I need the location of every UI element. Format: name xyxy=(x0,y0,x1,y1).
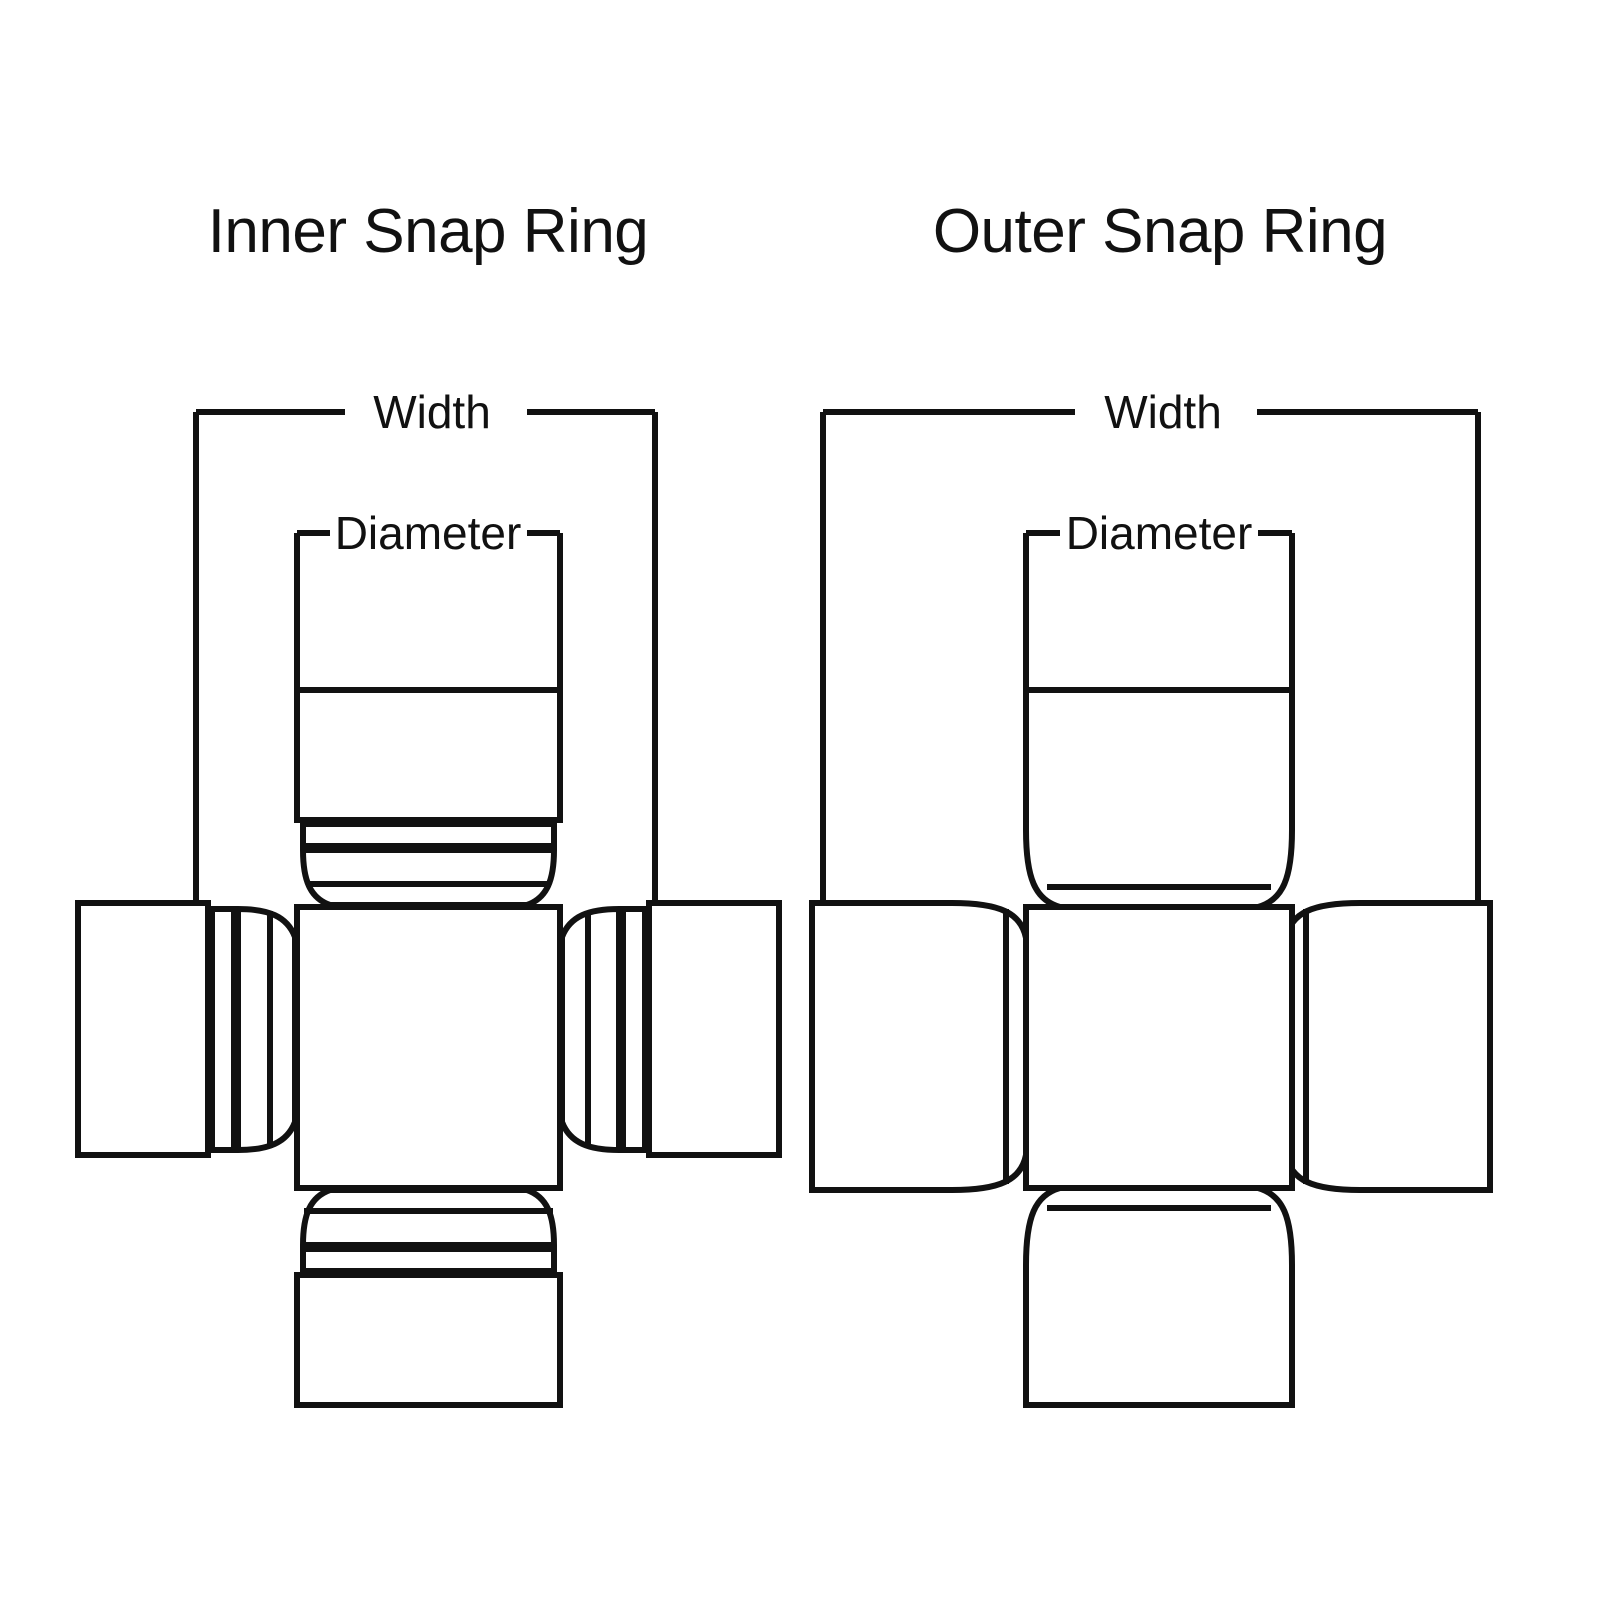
bearing-cap-bottom-inner xyxy=(294,1272,563,1408)
bearing-cap-left-outer xyxy=(809,900,1029,1193)
diameter-label-inner: Diameter xyxy=(335,507,522,559)
trunnion-bottom-outer xyxy=(1023,1185,1295,1408)
panel-outer-snap-ring: Outer Snap Ring Width Diameter xyxy=(809,197,1493,1408)
panel-title-outer: Outer Snap Ring xyxy=(933,197,1387,266)
snap-ring-band-left-inner xyxy=(209,906,237,1153)
trunnion-shoulder-top-inner xyxy=(299,847,558,908)
panel-title-inner: Inner Snap Ring xyxy=(208,197,649,266)
snap-ring-band-right-inner xyxy=(620,906,648,1153)
trunnion-left-inner xyxy=(75,900,298,1158)
diameter-label-outer: Diameter xyxy=(1066,507,1253,559)
trunnion-right-outer xyxy=(1283,900,1493,1193)
cross-body-outer xyxy=(1023,904,1295,1191)
diameter-dimension-inner: Diameter xyxy=(294,507,563,690)
snap-ring-band-top-inner xyxy=(300,821,557,849)
bearing-cap-bottom-outer xyxy=(1023,1185,1295,1408)
bearing-cap-right-outer xyxy=(1283,900,1493,1193)
width-dimension-outer: Width xyxy=(820,386,1481,905)
trunnion-shoulder-left-inner xyxy=(235,905,298,1154)
diameter-dimension-outer: Diameter xyxy=(1023,507,1295,690)
cross-body-inner xyxy=(294,904,563,1191)
trunnion-top-outer xyxy=(1023,687,1295,910)
snap-ring-band-bottom-inner xyxy=(300,1246,557,1274)
width-label-inner: Width xyxy=(373,386,491,438)
trunnion-left-outer xyxy=(809,900,1029,1193)
bearing-cap-top-inner xyxy=(294,687,563,823)
width-label-outer: Width xyxy=(1104,386,1222,438)
bearing-cap-top-outer xyxy=(1023,687,1295,910)
trunnion-shoulder-bottom-inner xyxy=(299,1187,558,1248)
trunnion-bottom-inner xyxy=(294,1187,563,1408)
trunnion-top-inner xyxy=(294,687,563,908)
bearing-cap-right-inner xyxy=(646,900,782,1158)
panel-inner-snap-ring: Inner Snap Ring Width Diameter xyxy=(75,197,782,1408)
width-dimension-inner: Width xyxy=(193,386,658,905)
bearing-cap-left-inner xyxy=(75,900,211,1158)
trunnion-right-inner xyxy=(559,900,782,1158)
